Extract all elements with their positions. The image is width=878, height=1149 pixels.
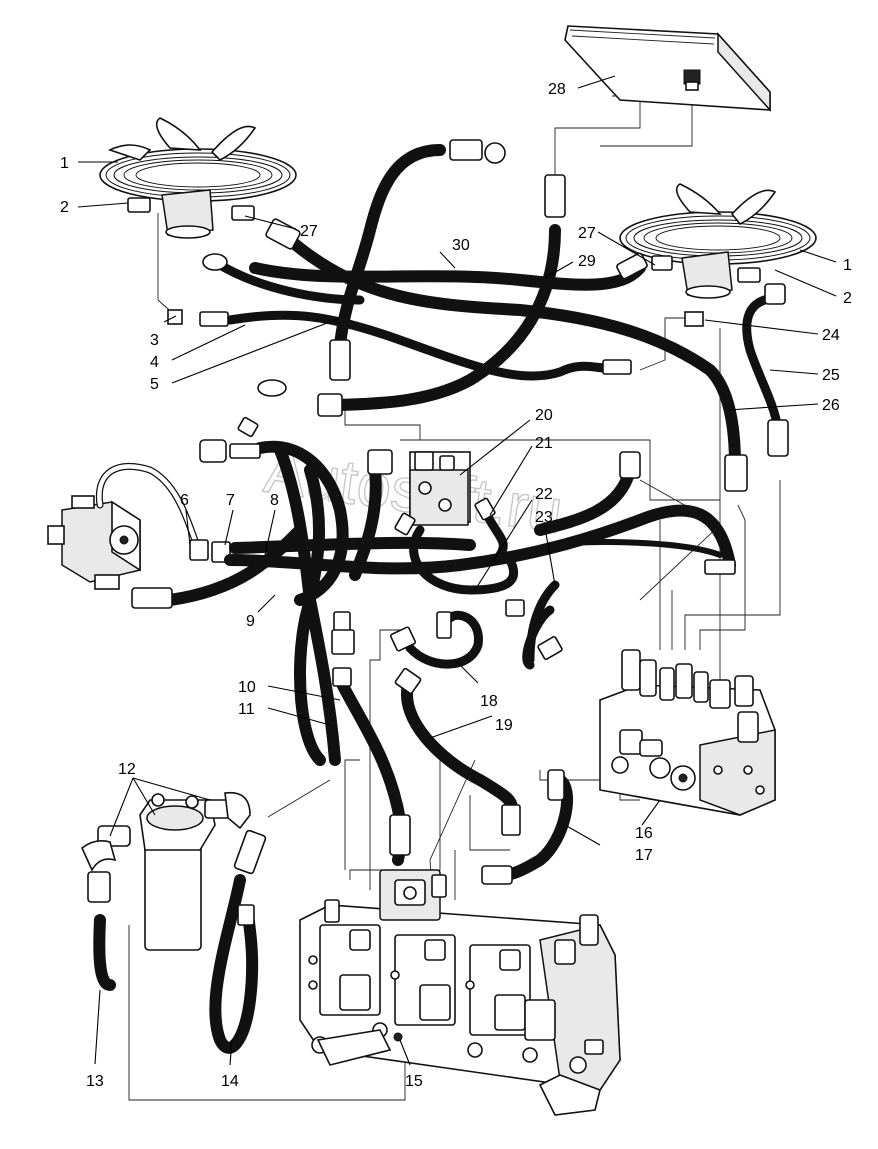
callout-25: 25 [822,367,840,384]
callout-2-left: 2 [60,199,69,216]
control-box-28 [564,25,771,112]
upper-hoses [167,139,789,492]
callout-15: 15 [405,1073,423,1090]
callout-4: 4 [150,354,159,371]
callout-19: 19 [495,717,513,734]
fan-right [619,183,817,299]
callout-3: 3 [150,332,159,349]
callout-5: 5 [150,376,159,393]
callout-10: 10 [238,679,256,696]
middle-hose-bundle [199,416,736,885]
callout-16: 16 [635,825,653,842]
callout-18: 18 [480,693,498,710]
callout-7: 7 [226,492,235,509]
fan-left [99,117,297,239]
callout-12: 12 [118,761,136,778]
callout-27-left: 27 [300,223,318,240]
callout-1-left: 1 [60,155,69,172]
main-control-valve [299,869,621,1116]
filter-assembly [81,791,267,1054]
callout-28: 28 [548,81,566,98]
callout-1-right: 1 [843,257,852,274]
callout-29: 29 [578,253,596,270]
callout-26: 26 [822,397,840,414]
callout-23: 23 [535,509,553,526]
callout-13: 13 [86,1073,104,1090]
callout-21: 21 [535,435,553,452]
callout-24: 24 [822,327,840,344]
callout-11: 11 [238,701,255,718]
valve-block-right [599,649,776,816]
callout-30: 30 [452,237,470,254]
gear-pump [47,462,306,609]
callout-20: 20 [535,407,553,424]
callout-17: 17 [635,847,653,864]
callout-2-right: 2 [843,290,852,307]
callout-14: 14 [221,1073,239,1090]
callout-27-right: 27 [578,225,596,242]
callout-labels: 1 1 2 2 3 4 5 6 7 8 9 10 11 12 13 14 15 … [60,81,852,1090]
callout-6: 6 [180,492,189,509]
callout-8: 8 [270,492,279,509]
callout-22: 22 [535,486,553,503]
callout-9: 9 [246,613,255,630]
leader-lines [77,75,837,1066]
